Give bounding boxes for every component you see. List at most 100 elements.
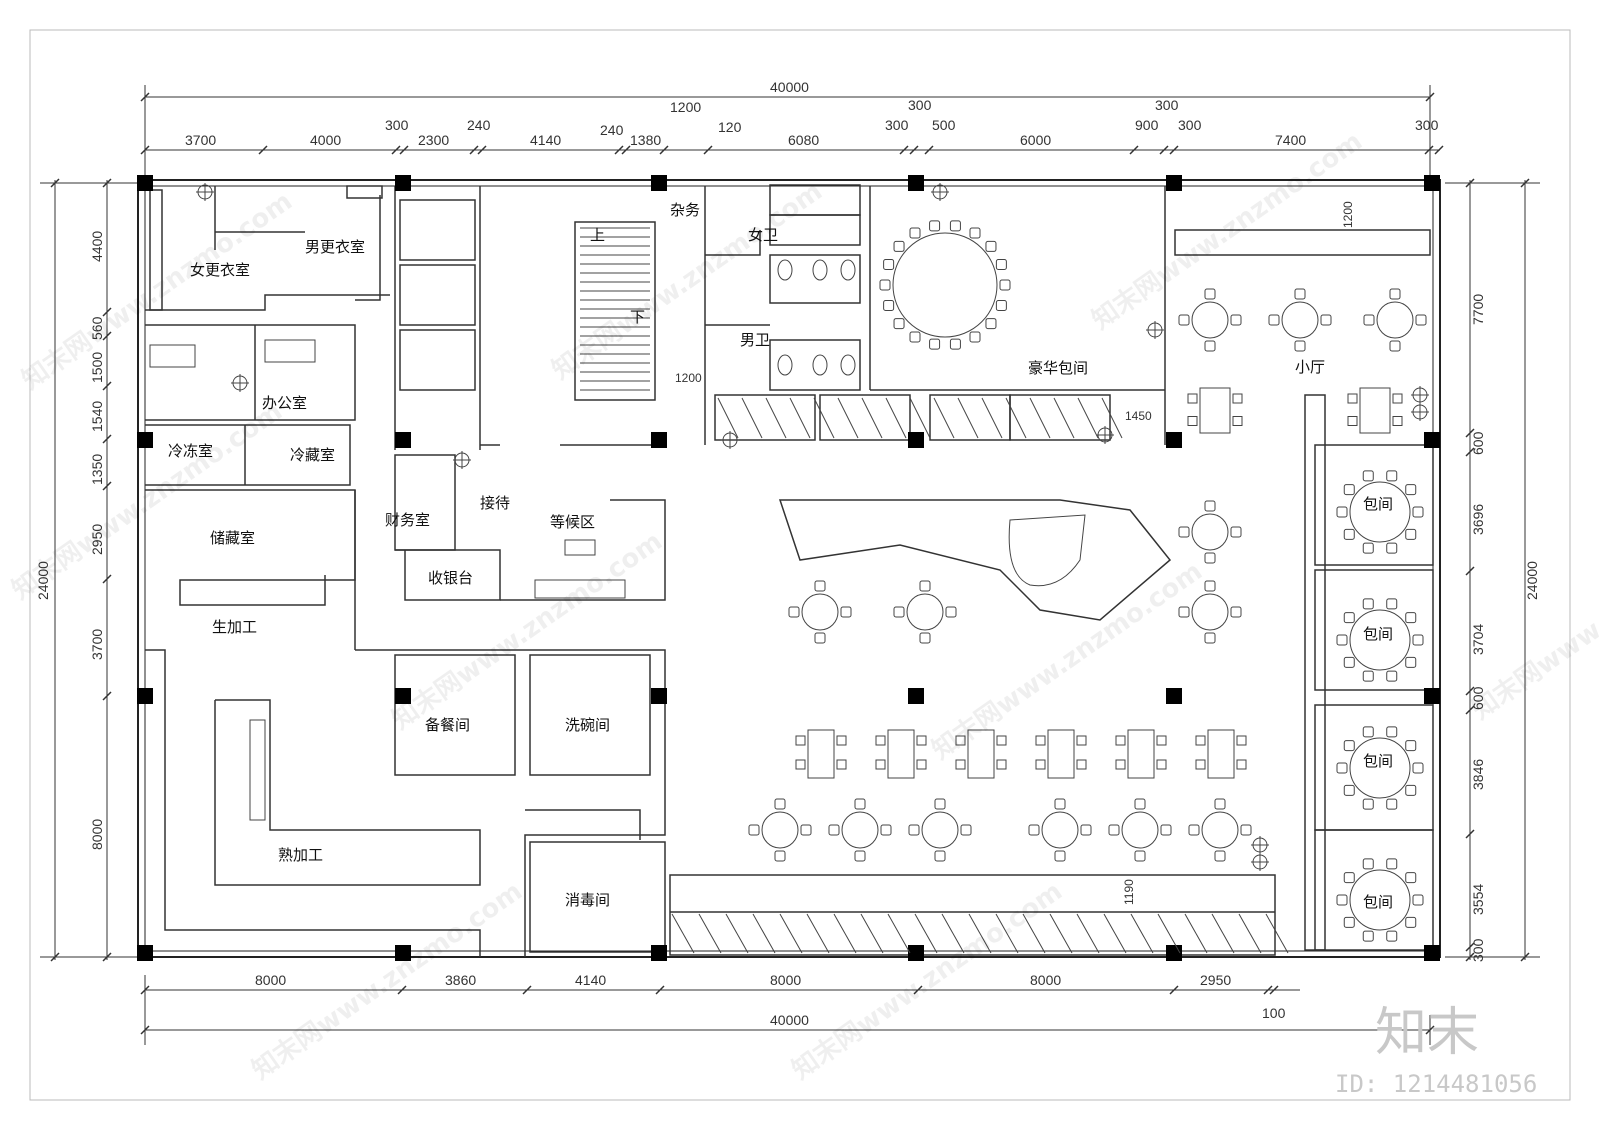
right-total-dim: 24000 (1524, 561, 1540, 600)
luxury-table-table (892, 232, 998, 338)
cabinet-panel (1029, 397, 1051, 439)
waiting-sofa (534, 579, 626, 599)
cabinet-panel (968, 913, 992, 954)
toilet (812, 354, 828, 376)
private-table-chair (1362, 598, 1374, 610)
hall-rect-table (1047, 729, 1075, 779)
label-reception: 接待 (480, 494, 510, 512)
hall-rect-chair (875, 759, 886, 770)
watermark-7: 知末网www.znzmo.com (1467, 516, 1600, 725)
luxury-table-chair (883, 258, 895, 270)
hall-round-table (921, 811, 959, 849)
plant-icon (1096, 426, 1114, 444)
cabinet-panel (1101, 397, 1123, 439)
cabinet-panel (1049, 913, 1073, 954)
luxury-table-chair (883, 300, 895, 312)
hall-rect-table-chair (1232, 393, 1243, 404)
label-cooked-processing: 熟加工 (278, 846, 323, 864)
top-mid-dim-2: 300 (908, 97, 932, 113)
label-mens-wc: 男卫 (740, 331, 770, 349)
label-women-locker: 女更衣室 (190, 261, 250, 279)
private-table-chair (1386, 542, 1398, 554)
hall-round-table (906, 593, 944, 631)
cabinet-panel (1077, 397, 1099, 439)
cabinet-panel (1265, 913, 1289, 954)
hall-round-chair (1178, 526, 1190, 538)
bottom-dim-ticks (140, 985, 1435, 1035)
hall-round-chair (880, 824, 892, 836)
hall-round-chair (1204, 580, 1216, 592)
luxury-table-chair (969, 227, 981, 239)
hall-round-chair (919, 632, 931, 644)
plant-icon (453, 451, 471, 469)
private-table-chair (1412, 634, 1424, 646)
left-dim-4: 1540 (89, 401, 105, 432)
private-table-chair (1343, 784, 1355, 796)
cabinet-panel (885, 397, 907, 439)
hall-round-chair (800, 824, 812, 836)
label-private-room-3: 包间 (1363, 752, 1393, 770)
columns (137, 175, 1440, 961)
hall-round-chair (1214, 850, 1226, 862)
top-dim-16: 7400 (1275, 132, 1306, 148)
watermark-6: 知末网www.znzmo.com (927, 556, 1208, 765)
hall-table-table (1376, 301, 1414, 339)
hall-round-chair (788, 606, 800, 618)
luxury-table-chair (985, 318, 997, 330)
private-table-chair (1412, 894, 1424, 906)
watermark-1: 知末网www.znzmo.com (17, 186, 298, 395)
cabinet-panel (698, 913, 722, 954)
private-table-chair (1412, 506, 1424, 518)
hall-round-chair (1054, 850, 1066, 862)
hall-round-chair (1134, 798, 1146, 810)
right-dim-3: 3696 (1470, 504, 1486, 535)
private-table-chair (1405, 528, 1417, 540)
hall-rect-table-chair (1187, 416, 1198, 426)
label-storage: 储藏室 (210, 529, 255, 547)
top-dim-8: 1380 (630, 132, 661, 148)
left-dim-1: 4400 (89, 231, 105, 262)
hall-round-chair (934, 798, 946, 810)
private-table-chair (1386, 726, 1398, 738)
cabinet-panel (981, 397, 1003, 439)
private-table-chair (1386, 858, 1398, 870)
hall-rect-table-chair (1347, 416, 1358, 426)
inner-dim-4: 1190 (1122, 879, 1136, 905)
hall-rect-chair (1115, 735, 1126, 746)
hall-table-chair (1320, 314, 1332, 326)
top-dim-6: 4140 (530, 132, 561, 148)
hall-rect-table-table (1199, 387, 1231, 434)
toilet (812, 259, 828, 281)
left-dimensions (40, 180, 138, 960)
left-dim-2: 560 (89, 316, 105, 340)
hall-round-chair (1178, 606, 1190, 618)
hall-rect-chair (1035, 735, 1046, 746)
hall-round-chair (1028, 824, 1040, 836)
hall-table-chair (1178, 314, 1190, 326)
hall-table-chair (1389, 288, 1401, 300)
hall-round-chair (945, 606, 957, 618)
cabinet-panel (909, 397, 931, 439)
cabinet-panel (806, 913, 830, 954)
top-mid-dim-3: 300 (1155, 97, 1179, 113)
hall-rect-table-table (1359, 387, 1391, 434)
top-total-dim: 40000 (770, 79, 809, 95)
hall-rect-chair (996, 759, 1007, 770)
hall-round-table (801, 593, 839, 631)
private-table-chair (1405, 484, 1417, 496)
luxury-table-chair (929, 338, 941, 350)
exterior-walls (137, 179, 1441, 958)
cabinet-panel (833, 913, 857, 954)
hall-round-chair (840, 606, 852, 618)
hall-rect-table-chair (1232, 416, 1243, 426)
hall-round-chair (960, 824, 972, 836)
label-stairs-down: 下 (630, 308, 645, 326)
right-dim-8: 300 (1470, 938, 1486, 962)
private-table-chair (1336, 894, 1348, 906)
private-table-chair (1405, 740, 1417, 752)
plant-icon (1411, 403, 1429, 421)
luxury-table-chair (995, 258, 1007, 270)
cabinet-panel (1076, 913, 1100, 954)
private-table-chair (1343, 484, 1355, 496)
label-small-hall: 小厅 (1295, 358, 1325, 376)
